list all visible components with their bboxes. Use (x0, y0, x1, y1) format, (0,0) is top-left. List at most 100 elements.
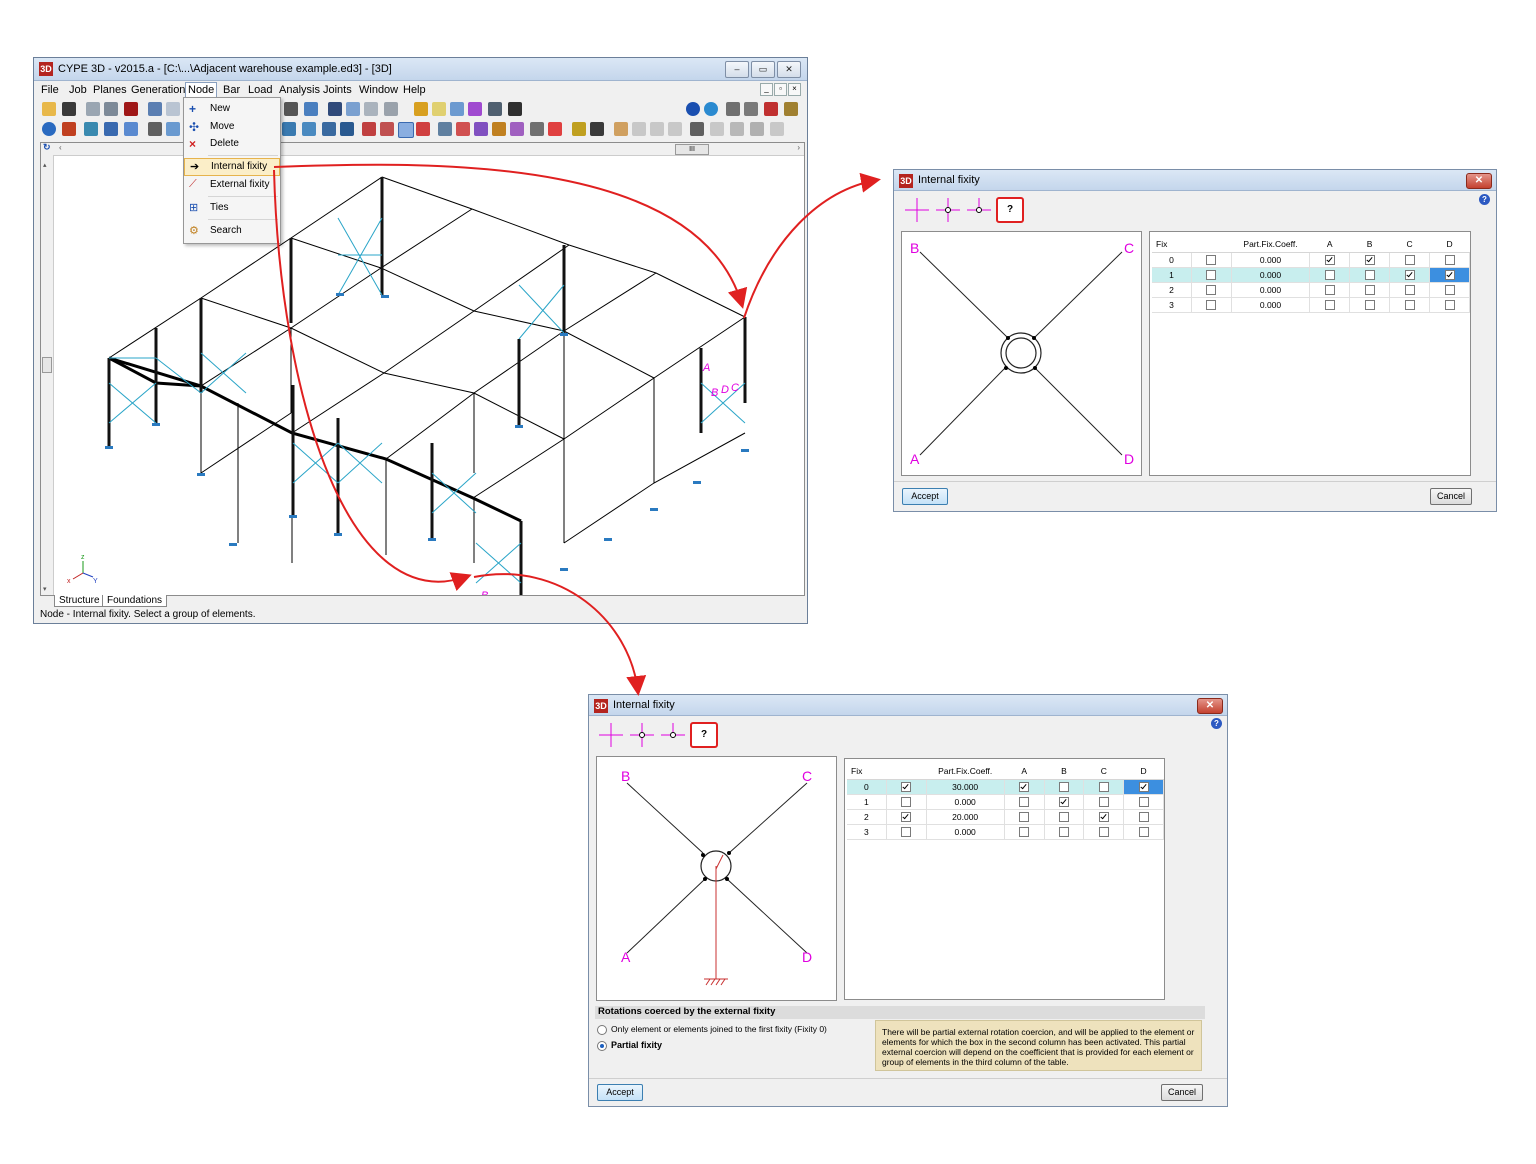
checkbox[interactable] (1139, 782, 1149, 792)
checkbox[interactable] (1325, 255, 1335, 265)
internal-fixity-tool-icon[interactable] (398, 122, 414, 138)
report-tool-icon[interactable] (572, 122, 586, 136)
element-a-cell[interactable] (1004, 825, 1044, 840)
minimize-button[interactable]: – (725, 61, 749, 78)
pencil-tool-icon[interactable] (492, 122, 506, 136)
dialog1-close-button[interactable]: ✕ (1466, 173, 1492, 189)
frame-tool-icon[interactable] (614, 122, 628, 136)
menu-help[interactable]: Help (403, 84, 426, 96)
menu-item-new[interactable]: + New (184, 100, 280, 118)
checkbox[interactable] (1206, 285, 1216, 295)
mdi-restore-icon[interactable]: ▫ (774, 83, 787, 96)
element-c-cell[interactable] (1390, 253, 1430, 268)
list-icon[interactable] (468, 102, 482, 116)
3d-viewport[interactable]: ↻ ‹ III › ▴ ▾ (40, 142, 805, 596)
checkbox[interactable] (1365, 255, 1375, 265)
coefficient-cell[interactable]: 20.000 (926, 810, 1004, 825)
node-tool-icon[interactable] (84, 122, 98, 136)
buckling-tool-icon[interactable] (438, 122, 452, 136)
checkbox[interactable] (901, 797, 911, 807)
checkbox[interactable] (1019, 812, 1029, 822)
checkbox[interactable] (1445, 270, 1455, 280)
fixity-new-icon[interactable] (362, 122, 376, 136)
external-fixity-tool-icon[interactable] (416, 122, 430, 136)
close-button[interactable]: ✕ (777, 61, 801, 78)
active-checkbox-cell[interactable] (1191, 268, 1231, 283)
checkbox[interactable] (1059, 782, 1069, 792)
table-row[interactable]: 10.000 (847, 795, 1164, 810)
menu-node[interactable]: Node (185, 82, 217, 98)
menu-item-ties[interactable]: ⊞ Ties (184, 199, 280, 217)
element-d-cell[interactable] (1430, 283, 1470, 298)
checkbox[interactable] (1365, 285, 1375, 295)
mesh-tool-icon[interactable] (322, 122, 336, 136)
foot-tool-icon[interactable] (730, 122, 744, 136)
section-tool-icon[interactable] (750, 122, 764, 136)
plane-icon[interactable] (364, 102, 378, 116)
element-a-cell[interactable] (1310, 298, 1350, 313)
menu-load[interactable]: Load (248, 84, 272, 96)
exit-icon[interactable] (764, 102, 778, 116)
box-icon[interactable] (744, 102, 758, 116)
element-b-cell[interactable] (1044, 810, 1084, 825)
split-tool-icon[interactable] (282, 122, 296, 136)
checkbox[interactable] (1019, 782, 1029, 792)
coefficient-cell[interactable]: 0.000 (926, 825, 1004, 840)
table-row[interactable]: 20.000 (1152, 283, 1470, 298)
tools-icon[interactable] (488, 102, 502, 116)
menu-item-search[interactable]: ⚙ Search (184, 222, 280, 240)
fixity-move-icon[interactable] (380, 122, 394, 136)
checkbox[interactable] (1405, 255, 1415, 265)
mdi-close-icon[interactable]: × (788, 83, 801, 96)
element-b-cell[interactable] (1044, 780, 1084, 795)
dialog2-close-button[interactable]: ✕ (1197, 698, 1223, 714)
active-checkbox-cell[interactable] (886, 795, 926, 810)
angle-icon[interactable] (384, 102, 398, 116)
option-partial-fixity[interactable]: Partial fixity (597, 1040, 662, 1051)
element-a-cell[interactable] (1004, 780, 1044, 795)
mdi-minimize-icon[interactable]: _ (760, 83, 773, 96)
table-row[interactable]: 30.000 (847, 825, 1164, 840)
element-b-cell[interactable] (1044, 795, 1084, 810)
checkbox[interactable] (1059, 797, 1069, 807)
option-first-fixity[interactable]: Only element or elements joined to the f… (597, 1024, 827, 1035)
bracing-tool-icon[interactable] (124, 122, 138, 136)
checkbox[interactable] (901, 827, 911, 837)
redo-icon[interactable] (166, 102, 180, 116)
menu-item-move[interactable]: ✣ Move (184, 118, 280, 136)
dialog2-accept-button[interactable]: Accept (597, 1084, 643, 1101)
tab-foundations[interactable]: Foundations (102, 595, 167, 607)
globe-tool-icon[interactable] (42, 122, 56, 136)
tab-structure[interactable]: Structure (54, 595, 105, 607)
frame2-tool-icon[interactable] (632, 122, 646, 136)
menu-job[interactable]: Job (69, 84, 87, 96)
menu-item-external-fixity[interactable]: ⟋ External fixity (184, 176, 280, 194)
checkbox[interactable] (1059, 827, 1069, 837)
element-a-cell[interactable] (1310, 268, 1350, 283)
globe-icon[interactable] (704, 102, 718, 116)
binoculars-icon[interactable] (508, 102, 522, 116)
checkbox[interactable] (1365, 270, 1375, 280)
undo-icon[interactable] (148, 102, 162, 116)
element-d-cell[interactable] (1430, 268, 1470, 283)
menu-analysis[interactable]: Analysis (279, 84, 320, 96)
checkbox[interactable] (1206, 270, 1216, 280)
dialog1-question-button[interactable]: ? (996, 197, 1024, 223)
element-c-cell[interactable] (1084, 810, 1124, 825)
table-row[interactable]: 30.000 (1152, 298, 1470, 313)
coefficient-cell[interactable]: 30.000 (926, 780, 1004, 795)
element-d-cell[interactable] (1124, 825, 1164, 840)
element-c-cell[interactable] (1390, 268, 1430, 283)
checkbox[interactable] (1139, 827, 1149, 837)
active-checkbox-cell[interactable] (1191, 283, 1231, 298)
dialog1-cancel-button[interactable]: Cancel (1430, 488, 1472, 505)
table-row[interactable]: 220.000 (847, 810, 1164, 825)
dialog2-cancel-button[interactable]: Cancel (1161, 1084, 1203, 1101)
update-icon[interactable] (784, 102, 798, 116)
table-row[interactable]: 030.000 (847, 780, 1164, 795)
menu-item-internal-fixity[interactable]: ➔ Internal fixity (184, 158, 280, 176)
element-d-cell[interactable] (1124, 780, 1164, 795)
element-c-cell[interactable] (1084, 780, 1124, 795)
axis-icon[interactable] (346, 102, 360, 116)
checkbox[interactable] (1099, 797, 1109, 807)
